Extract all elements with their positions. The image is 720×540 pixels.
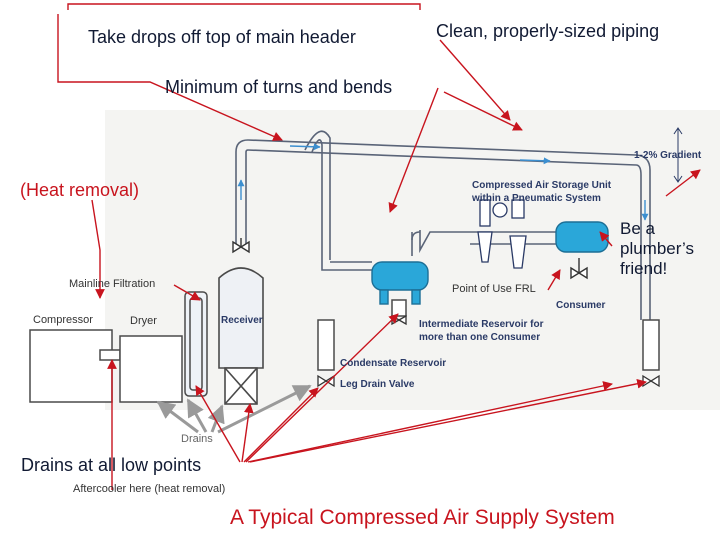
label-storage-1: Compressed Air Storage Unit — [472, 180, 612, 191]
consumer-valve — [570, 258, 588, 280]
callout-heat-removal: (Heat removal) — [20, 180, 140, 200]
label-drains: Drains — [181, 433, 213, 445]
callout-aftercooler: Aftercooler here (heat removal) — [73, 483, 226, 495]
receiver-valve — [232, 238, 250, 254]
flow-arrows — [237, 143, 649, 221]
drain-legs — [317, 299, 660, 371]
label-mainline-filtration: Mainline Filtration — [69, 278, 156, 290]
drains-arrows — [156, 384, 312, 434]
label-receiver: Receiver — [221, 315, 263, 326]
compressor-unit — [29, 329, 121, 403]
callout-drains-all: Drains at all low points — [21, 455, 202, 475]
label-storage-2: within a Pneumatic System — [472, 193, 601, 204]
callout-turns: Minimum of turns and bends — [165, 77, 393, 97]
label-point-of-use: Point of Use FRL — [452, 283, 536, 295]
label-compressor: Compressor — [33, 314, 93, 326]
label-consumer: Consumer — [556, 300, 606, 311]
label-gradient: 1-2% Gradient — [634, 150, 702, 161]
gradient-indicator — [673, 127, 683, 183]
label-intermediate-1: Intermediate Reservoir for — [419, 319, 544, 330]
label-intermediate-2: more than one Consumer — [419, 332, 541, 343]
annotation-arrows — [57, 3, 701, 490]
diagram-title: A Typical Compressed Air Supply System — [230, 506, 615, 529]
label-dryer: Dryer — [130, 315, 157, 327]
consumer-tank — [555, 221, 609, 253]
receiver-tank — [218, 267, 264, 405]
callout-piping: Clean, properly-sized piping — [436, 21, 660, 41]
frl-unit — [477, 199, 527, 269]
callout-plumber-friend: Be a plumber’s friend! — [620, 219, 695, 279]
mainline-filter-tank — [371, 261, 429, 305]
callout-top-header: Take drops off top of main header — [88, 27, 356, 47]
label-condensate: Condensate Reservoir — [340, 358, 447, 369]
label-leg-drain: Leg Drain Valve — [340, 379, 415, 390]
